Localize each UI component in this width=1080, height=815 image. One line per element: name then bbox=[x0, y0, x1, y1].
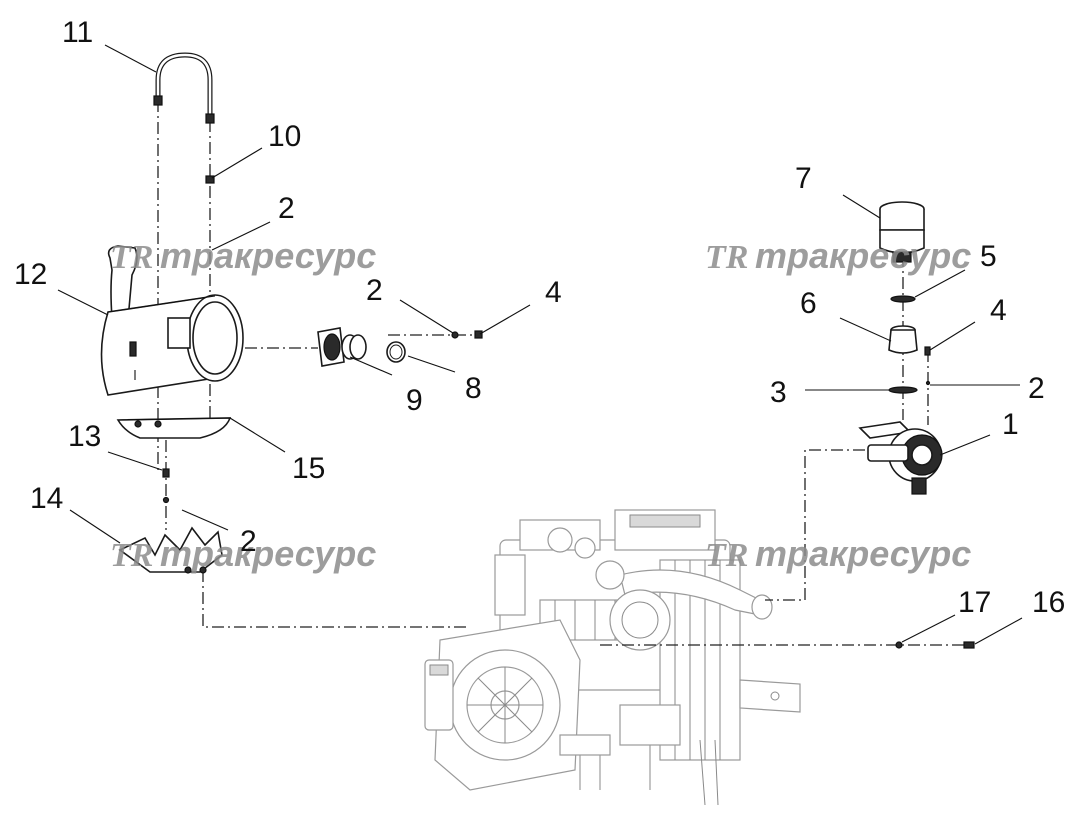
callout-10: 10 bbox=[268, 120, 301, 153]
nut-part-10 bbox=[205, 175, 215, 184]
callout-2: 2 bbox=[278, 192, 295, 225]
housing-part-1 bbox=[858, 421, 943, 495]
washer-part-2-c bbox=[162, 496, 170, 504]
heat-shield-part-15 bbox=[116, 417, 232, 439]
bracket-part-14 bbox=[118, 526, 223, 574]
callout-2: 2 bbox=[1028, 372, 1045, 405]
bolt-part-13 bbox=[162, 468, 170, 478]
watermark-text: тракресурс bbox=[755, 235, 971, 276]
watermark-right-bottom: TR тракресурс bbox=[705, 533, 971, 574]
watermark-logo: TR bbox=[705, 537, 748, 574]
watermark-left-bottom: TR тракресурс bbox=[110, 533, 376, 574]
callout-4: 4 bbox=[990, 294, 1007, 327]
clamp-ring-part-5 bbox=[890, 295, 916, 303]
callout-14: 14 bbox=[30, 482, 63, 515]
watermark-text: тракресурс bbox=[160, 235, 376, 276]
watermark-logo: TR bbox=[705, 239, 748, 276]
callout-7: 7 bbox=[795, 162, 812, 195]
engine-assembly bbox=[424, 509, 801, 806]
callout-9: 9 bbox=[406, 384, 423, 417]
callout-17: 17 bbox=[958, 586, 991, 619]
callout-2: 2 bbox=[240, 525, 257, 558]
callout-12: 12 bbox=[14, 258, 47, 291]
bolt-part-16 bbox=[963, 641, 975, 649]
washer-part-2-a bbox=[451, 331, 459, 339]
watermark-right-top: TR тракресурс bbox=[705, 235, 971, 276]
washer-part-2-d bbox=[925, 380, 931, 386]
watermark-text: тракресурс bbox=[160, 533, 376, 574]
watermark-logo: TR bbox=[110, 537, 153, 574]
callout-4: 4 bbox=[545, 276, 562, 309]
muffler-part-12 bbox=[100, 245, 244, 396]
watermark-text: тракресурс bbox=[755, 533, 971, 574]
washer-part-17 bbox=[895, 641, 903, 649]
callout-6: 6 bbox=[800, 287, 817, 320]
callout-2: 2 bbox=[366, 274, 383, 307]
clamp-part-8 bbox=[386, 341, 406, 363]
flange-part-9 bbox=[317, 327, 367, 367]
precleaner-part-7 bbox=[879, 201, 925, 263]
callout-13: 13 bbox=[68, 420, 101, 453]
gasket-part-3 bbox=[888, 386, 918, 394]
adapter-part-6 bbox=[888, 325, 918, 354]
callout-3: 3 bbox=[770, 376, 787, 409]
callout-1: 1 bbox=[1002, 408, 1019, 441]
bolt-part-4-b bbox=[924, 346, 931, 356]
callout-16: 16 bbox=[1032, 586, 1065, 619]
callout-8: 8 bbox=[465, 372, 482, 405]
watermark-left-top: TR тракресурс bbox=[110, 235, 376, 276]
bolt-part-4-a bbox=[474, 330, 483, 339]
leader-lines bbox=[57, 44, 1023, 645]
callout-5: 5 bbox=[980, 240, 997, 273]
watermark-logo: TR bbox=[110, 239, 153, 276]
u-bolt-part-11 bbox=[153, 52, 215, 124]
callout-numbers: 11 10 2 12 2 4 9 8 15 13 14 2 7 5 6 4 3 … bbox=[14, 16, 1065, 619]
callout-11: 11 bbox=[62, 16, 93, 49]
callout-15: 15 bbox=[292, 452, 325, 485]
